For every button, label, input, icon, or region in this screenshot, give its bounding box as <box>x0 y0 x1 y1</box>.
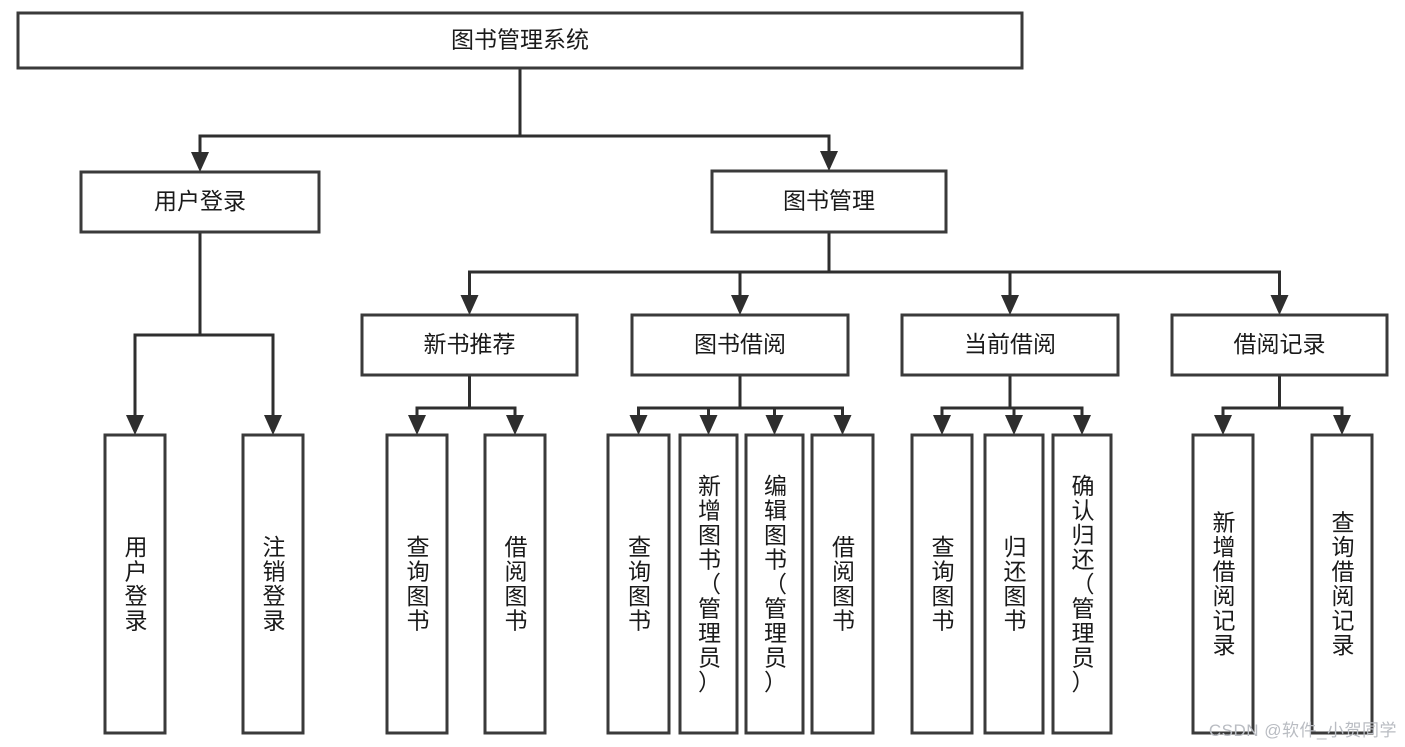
book-borrow-to-add-book-arrowhead <box>699 415 718 435</box>
leaf-add-book[interactable]: 新增图书（管理员） <box>678 433 739 735</box>
leaf-add-borrow-record-rect[interactable] <box>1191 433 1255 735</box>
leaf-add-book-label: 新增图书（管理员） <box>698 473 721 695</box>
leaf-user-logout-leaf-rect[interactable] <box>241 433 305 735</box>
node-user-login[interactable]: 用户登录 <box>79 170 321 234</box>
current-borrow-to-query-book-3-arrowhead <box>933 415 951 435</box>
book-management-to-borrow-records-arrowhead <box>1270 295 1289 315</box>
current-borrow-to-confirm-return-arrowhead <box>1073 415 1091 435</box>
leaf-borrow-book-1[interactable]: 借阅图书 <box>483 433 547 735</box>
node-new-book-recommend[interactable]: 新书推荐 <box>360 313 579 377</box>
node-book-borrow-rect[interactable] <box>630 313 850 377</box>
connector-layer <box>126 66 1351 435</box>
leaf-query-borrow-record-rect[interactable] <box>1310 433 1374 735</box>
leaf-user-logout-leaf-label: 注销登录 <box>263 534 286 634</box>
user-login-to-user-logout-leaf-arrowhead <box>264 415 282 435</box>
leaf-confirm-return-label: 确认归还（管理员） <box>1072 473 1095 695</box>
leaf-query-book-1[interactable]: 查询图书 <box>385 433 449 735</box>
node-borrow-records-rect[interactable] <box>1170 313 1389 377</box>
new-book-recommend-to-query-book-1-arrowhead <box>408 415 426 435</box>
node-user-login-label: 用户登录 <box>154 188 246 214</box>
leaf-add-book-rect[interactable] <box>678 433 739 735</box>
root-to-book-management-arrowhead <box>820 151 838 171</box>
leaf-query-book-1-label: 查询图书 <box>407 534 430 634</box>
leaf-query-book-3-rect[interactable] <box>910 433 974 735</box>
new-book-recommend-to-borrow-book-1-arrowhead <box>506 415 524 435</box>
leaf-query-borrow-record-label: 查询借阅记录 <box>1332 510 1355 659</box>
current-borrow-to-return-book-arrowhead <box>1005 415 1023 435</box>
leaf-confirm-return-rect[interactable] <box>1051 433 1113 735</box>
node-book-management-rect[interactable] <box>710 169 948 234</box>
node-root-rect[interactable] <box>16 11 1024 70</box>
node-user-login-rect[interactable] <box>79 170 321 234</box>
node-book-management[interactable]: 图书管理 <box>710 169 948 234</box>
leaf-query-book-2-rect[interactable] <box>606 433 671 735</box>
root-to-user-login-arrowhead <box>191 152 209 172</box>
node-current-borrow-rect[interactable] <box>900 313 1120 377</box>
node-new-book-recommend-label: 新书推荐 <box>424 331 516 357</box>
watermark-text: CSDN @软件_小贺同学 <box>1208 721 1397 740</box>
leaf-edit-book-rect[interactable] <box>744 433 805 735</box>
leaf-confirm-return[interactable]: 确认归还（管理员） <box>1051 433 1113 735</box>
book-borrow-to-query-book-2-arrowhead <box>629 415 648 435</box>
node-book-borrow-label: 图书借阅 <box>694 331 786 357</box>
borrow-records-to-query-borrow-record-arrowhead <box>1333 415 1351 435</box>
book-management-to-book-borrow-arrowhead <box>731 295 749 315</box>
node-layer: 图书管理系统用户登录图书管理用户登录注销登录新书推荐查询图书借阅图书图书借阅查询… <box>16 11 1389 735</box>
leaf-borrow-book-2[interactable]: 借阅图书 <box>810 433 875 735</box>
leaf-return-book-label: 归还图书 <box>1004 534 1027 634</box>
book-management-to-new-book-recommend-arrowhead <box>460 295 479 315</box>
leaf-query-borrow-record[interactable]: 查询借阅记录 <box>1310 433 1374 735</box>
leaf-return-book[interactable]: 归还图书 <box>983 433 1045 735</box>
leaf-borrow-book-2-label: 借阅图书 <box>832 534 855 634</box>
node-borrow-records[interactable]: 借阅记录 <box>1170 313 1389 377</box>
leaf-user-login-leaf-label: 用户登录 <box>125 534 148 634</box>
book-borrow-to-edit-book-arrowhead <box>765 415 784 435</box>
leaf-edit-book-label: 编辑图书（管理员） <box>764 473 787 695</box>
node-current-borrow[interactable]: 当前借阅 <box>900 313 1120 377</box>
node-borrow-records-label: 借阅记录 <box>1234 331 1326 357</box>
book-management-to-current-borrow-arrowhead <box>1001 295 1019 315</box>
leaf-add-borrow-record[interactable]: 新增借阅记录 <box>1191 433 1255 735</box>
node-current-borrow-label: 当前借阅 <box>964 331 1056 357</box>
leaf-add-borrow-record-label: 新增借阅记录 <box>1213 510 1236 659</box>
leaf-query-book-3-label: 查询图书 <box>932 534 955 634</box>
leaf-query-book-1-rect[interactable] <box>385 433 449 735</box>
leaf-query-book-2[interactable]: 查询图书 <box>606 433 671 735</box>
leaf-user-login-leaf[interactable]: 用户登录 <box>103 433 167 735</box>
node-root[interactable]: 图书管理系统 <box>16 11 1024 70</box>
leaf-return-book-rect[interactable] <box>983 433 1045 735</box>
leaf-query-book-3[interactable]: 查询图书 <box>910 433 974 735</box>
node-new-book-recommend-rect[interactable] <box>360 313 579 377</box>
book-borrow-to-borrow-book-2-arrowhead <box>833 415 852 435</box>
user-login-to-user-login-leaf-arrowhead <box>126 415 144 435</box>
leaf-borrow-book-2-rect[interactable] <box>810 433 875 735</box>
node-root-label: 图书管理系统 <box>451 27 589 53</box>
node-book-borrow[interactable]: 图书借阅 <box>630 313 850 377</box>
leaf-query-book-2-label: 查询图书 <box>628 534 651 634</box>
leaf-user-login-leaf-rect[interactable] <box>103 433 167 735</box>
leaf-borrow-book-1-label: 借阅图书 <box>505 534 528 634</box>
leaf-user-logout-leaf[interactable]: 注销登录 <box>241 433 305 735</box>
node-book-management-label: 图书管理 <box>783 188 875 214</box>
leaf-borrow-book-1-rect[interactable] <box>483 433 547 735</box>
leaf-edit-book[interactable]: 编辑图书（管理员） <box>744 433 805 735</box>
borrow-records-to-add-borrow-record-arrowhead <box>1214 415 1232 435</box>
